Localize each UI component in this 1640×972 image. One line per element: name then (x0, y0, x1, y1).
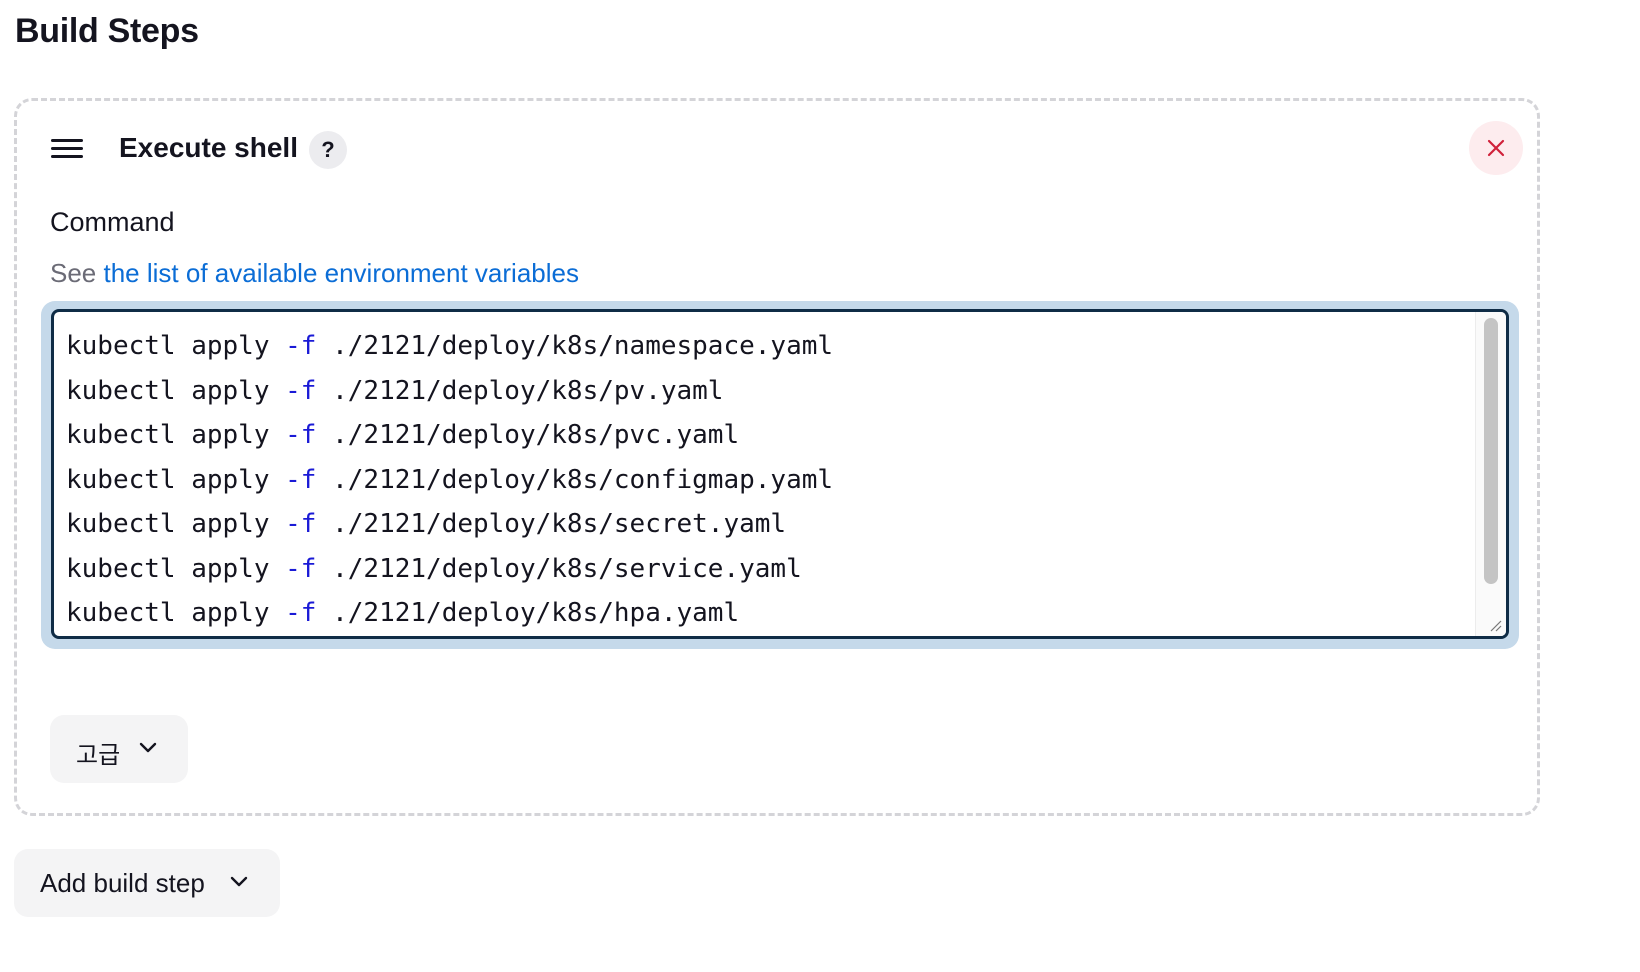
command-line: kubectl apply -f ./2121/deploy/k8s/pvc.y… (66, 413, 833, 458)
command-flag: -f (285, 464, 317, 495)
scrollbar-thumb[interactable] (1484, 318, 1498, 584)
command-line: kubectl apply -f ./2121/deploy/k8s/hpa.y… (66, 591, 833, 636)
chevron-down-icon (139, 742, 157, 753)
command-text: kubectl apply (66, 509, 270, 539)
resize-grip-icon[interactable] (1488, 618, 1502, 632)
command-path: ./2121/deploy/k8s/hpa.yaml (332, 598, 740, 628)
command-path: ./2121/deploy/k8s/namespace.yaml (332, 331, 834, 361)
drag-handle-icon[interactable] (51, 139, 83, 161)
build-step-card: Execute shell ? Command See the list of … (14, 98, 1540, 816)
command-text: kubectl apply (66, 375, 270, 406)
textarea-scrollbar[interactable] (1475, 312, 1506, 636)
command-label: Command (50, 207, 175, 237)
command-code[interactable]: kubectl apply -f ./2121/deploy/k8s/names… (66, 324, 833, 636)
advanced-label: 고급 (76, 742, 121, 769)
command-path: ./2121/deploy/k8s/secret.yaml (332, 509, 787, 539)
command-flag: -f (285, 420, 317, 450)
close-icon (1487, 139, 1505, 157)
command-text: kubectl apply (66, 331, 270, 361)
command-line: kubectl apply -f ./2121/deploy/k8s/servi… (66, 547, 833, 592)
command-path: ./2121/deploy/k8s/pvc.yaml (332, 420, 740, 450)
command-line: kubectl apply -f ./2121/deploy/k8s/secre… (66, 502, 833, 547)
chevron-down-icon (230, 876, 248, 887)
help-prefix: See (50, 258, 97, 288)
add-build-step-button[interactable]: Add build step (14, 849, 280, 917)
command-line: kubectl apply -f ./2121/deploy/k8s/confi… (66, 458, 833, 503)
command-path: ./2121/deploy/k8s/configmap.yaml (332, 464, 834, 495)
section-title: Build Steps (15, 12, 199, 50)
env-variables-link[interactable]: the list of available environment variab… (103, 258, 579, 288)
command-path: ./2121/deploy/k8s/service.yaml (332, 553, 802, 584)
command-line: kubectl apply -f ./2121/deploy/k8s/pv.ya… (66, 369, 833, 414)
command-flag: -f (285, 509, 317, 539)
command-text: kubectl apply (66, 553, 270, 584)
command-text: kubectl apply (66, 420, 270, 450)
step-title: Execute shell (119, 132, 298, 163)
command-help: See the list of available environment va… (50, 258, 579, 289)
add-build-step-label: Add build step (40, 868, 205, 898)
command-flag: -f (285, 375, 317, 406)
command-flag: -f (285, 553, 317, 584)
help-button[interactable]: ? (309, 131, 347, 169)
command-textarea-focus-ring: kubectl apply -f ./2121/deploy/k8s/names… (41, 301, 1519, 649)
advanced-button[interactable]: 고급 (50, 715, 188, 783)
command-text: kubectl apply (66, 598, 270, 628)
command-line: kubectl apply -f ./2121/deploy/k8s/names… (66, 324, 833, 369)
command-text: kubectl apply (66, 464, 270, 495)
delete-step-button[interactable] (1469, 121, 1523, 175)
command-flag: -f (285, 331, 317, 361)
command-path: ./2121/deploy/k8s/pv.yaml (332, 375, 724, 406)
command-flag: -f (285, 598, 317, 628)
command-textarea[interactable]: kubectl apply -f ./2121/deploy/k8s/names… (51, 309, 1509, 639)
